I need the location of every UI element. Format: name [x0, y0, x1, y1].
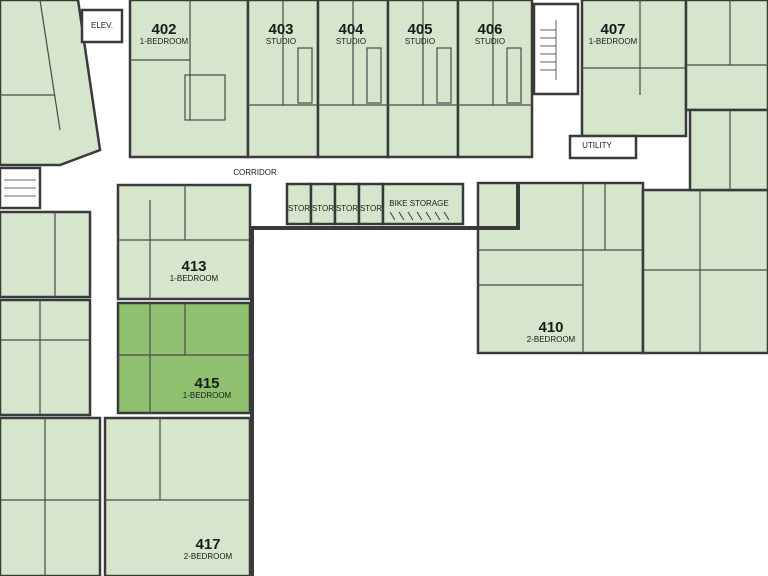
unit-type-406: STUDIO [475, 37, 505, 46]
unit-number-407: 407 [600, 21, 625, 38]
utility-label: UTILITY [582, 141, 612, 150]
unit-410[interactable] [476, 181, 645, 355]
unit-left-414[interactable] [0, 298, 92, 417]
bike-storage-room[interactable] [381, 182, 465, 226]
unit-right-mid[interactable] [641, 188, 768, 355]
corridor-label: CORRIDOR [233, 168, 277, 177]
unit-type-417: 2-BEDROOM [184, 552, 233, 561]
unit-number-403: 403 [268, 21, 293, 38]
unit-left-416[interactable] [0, 416, 102, 576]
unit-406[interactable] [456, 0, 534, 159]
unit-number-402: 402 [151, 21, 176, 38]
utility-room[interactable] [568, 134, 638, 160]
unit-413[interactable] [116, 183, 252, 301]
unit-402[interactable] [128, 0, 250, 159]
bike-racks [389, 211, 450, 221]
unit-type-402: 1-BEDROOM [140, 37, 189, 46]
unit-415[interactable] [116, 301, 252, 415]
unit-type-407: 1-BEDROOM [589, 37, 638, 46]
unit-number-410: 410 [538, 319, 563, 336]
unit-type-403: STUDIO [266, 37, 296, 46]
unit-type-413: 1-BEDROOM [170, 274, 219, 283]
unit-number-417: 417 [195, 536, 220, 553]
storage-label-3: STOR [336, 204, 358, 213]
unit-type-405: STUDIO [405, 37, 435, 46]
elevator-label: ELEV. [91, 21, 113, 30]
courtyard-walls [250, 183, 520, 576]
unit-right-upper[interactable] [688, 108, 768, 192]
unit-number-404: 404 [338, 21, 364, 38]
storage-room-1[interactable] [285, 182, 313, 226]
unit-number-413: 413 [181, 258, 206, 275]
storage-label-2: STOR [312, 204, 334, 213]
unit-left-412[interactable] [0, 210, 92, 299]
unit-type-404: STUDIO [336, 37, 366, 46]
unit-number-405: 405 [407, 21, 432, 38]
labels: ELEV. CORRIDOR UTILITY BIKE STORAGE STOR… [91, 21, 638, 561]
unit-417[interactable] [103, 416, 252, 576]
unit-top-right[interactable] [684, 0, 768, 112]
unit-number-415: 415 [194, 375, 219, 392]
bike-storage-label: BIKE STORAGE [389, 199, 448, 208]
elevator[interactable] [80, 8, 124, 44]
unit-left-top[interactable] [0, 0, 102, 167]
unit-type-415: 1-BEDROOM [183, 391, 232, 400]
storage-label-4: STOR [360, 204, 382, 213]
stair-treads [4, 20, 557, 197]
storage-label-1: STOR [288, 204, 310, 213]
unit-type-410: 2-BEDROOM [527, 335, 576, 344]
unit-number-406: 406 [477, 21, 502, 38]
